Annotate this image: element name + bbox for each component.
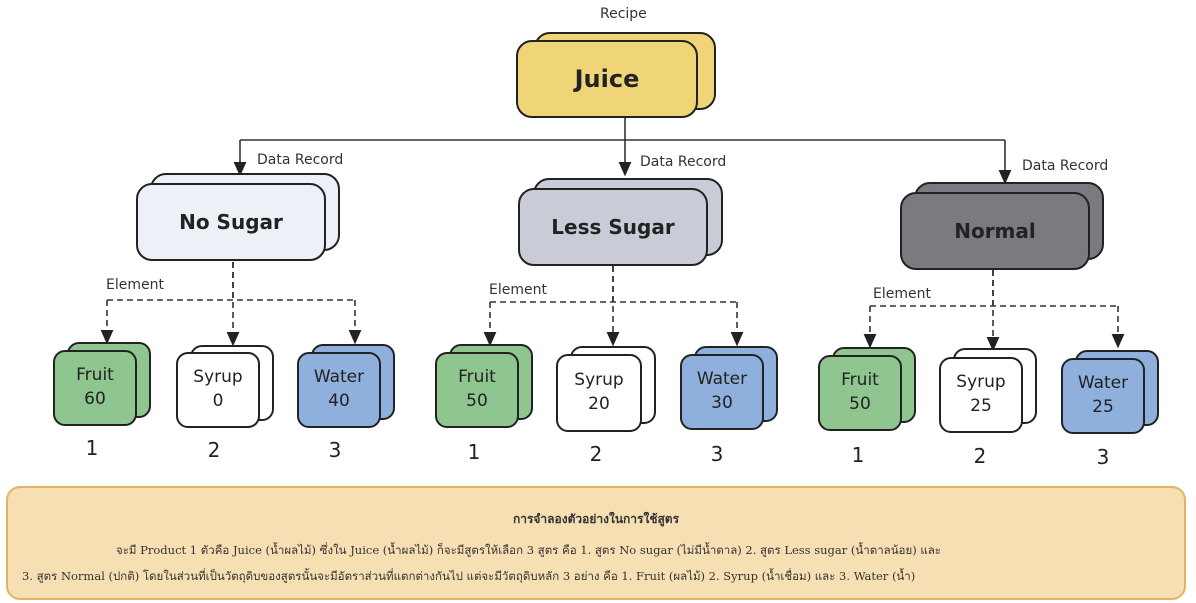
element-label: Element (106, 277, 164, 293)
ingredient-name: Water (1077, 373, 1129, 394)
caption-line-1: จะมี Product 1 ตัวคือ Juice (น้ำผลไม้) ซ… (116, 543, 941, 557)
ingredient-index: 3 (328, 438, 342, 462)
water-content: Water 25 (1061, 358, 1145, 434)
caption-line-2: 3. สูตร Normal (ปกติ) โดยในส่วนที่เป็นวั… (22, 569, 916, 583)
syrup-card (176, 352, 260, 428)
ingredient-value: 25 (1092, 397, 1114, 417)
ingredient-name: Fruit (76, 365, 114, 386)
fruit-card (435, 352, 519, 428)
ingredient-value: 50 (849, 394, 871, 414)
ingredient-index: 2 (589, 442, 603, 466)
ingredient-name: Syrup (574, 370, 624, 391)
ingredient-value: 30 (711, 393, 733, 413)
fruit-content: Fruit 50 (435, 352, 519, 428)
ingredient-value: 50 (466, 391, 488, 411)
ingredient-name: Water (313, 367, 365, 388)
ingredient-index: 3 (1096, 445, 1110, 469)
syrup-card (556, 354, 642, 432)
ingredient-value: 40 (328, 391, 350, 411)
water-card (297, 352, 381, 428)
syrup-content: Syrup 25 (939, 357, 1023, 433)
normal-card (900, 192, 1090, 270)
syrup-content: Syrup 20 (556, 354, 642, 432)
water-card (680, 354, 764, 430)
fruit-card (818, 355, 902, 431)
ingredient-index: 1 (467, 440, 481, 464)
data-record-label: Data Record (1022, 158, 1109, 174)
no-sugar-card (136, 183, 326, 261)
ingredient-name: Syrup (956, 372, 1006, 393)
juice-card (516, 40, 698, 118)
ingredient-value: 60 (84, 389, 106, 409)
syrup-card (939, 357, 1023, 433)
ingredient-index: 2 (973, 444, 987, 468)
ingredient-name: Fruit (458, 367, 496, 388)
juice-title: Juice (574, 65, 640, 93)
data-record-label: Data Record (257, 152, 344, 168)
recipe-label: Recipe (600, 6, 647, 22)
element-label: Element (873, 286, 931, 302)
ingredient-name: Water (696, 369, 748, 390)
caption-box: การจำลองตัวอย่างในการใช้สูตร จะมี Produc… (6, 486, 1186, 600)
fruit-card (53, 350, 137, 426)
ingredient-value: 0 (212, 391, 224, 411)
ingredient-name: Fruit (841, 370, 879, 391)
caption-title: การจำลองตัวอย่างในการใช้สูตร (512, 512, 680, 526)
normal-title: Normal (954, 219, 1036, 243)
syrup-content: Syrup 0 (176, 352, 260, 428)
no-sugar-title: No Sugar (179, 210, 283, 234)
ingredient-index: 1 (85, 436, 99, 460)
ingredient-index: 2 (207, 438, 221, 462)
fruit-content: Fruit 50 (818, 355, 902, 431)
ingredient-value: 25 (970, 396, 992, 416)
data-record-label: Data Record (640, 154, 727, 170)
element-label: Element (489, 282, 547, 298)
less-sugar-title: Less Sugar (551, 215, 675, 239)
ingredient-value: 20 (588, 394, 610, 414)
water-card (1061, 358, 1145, 434)
less-sugar-card (518, 188, 708, 266)
ingredient-name: Syrup (193, 367, 243, 388)
water-content: Water 30 (680, 354, 764, 430)
ingredient-index: 3 (710, 442, 724, 466)
fruit-content: Fruit 60 (53, 350, 137, 426)
water-content: Water 40 (297, 352, 381, 428)
ingredient-index: 1 (851, 443, 865, 467)
